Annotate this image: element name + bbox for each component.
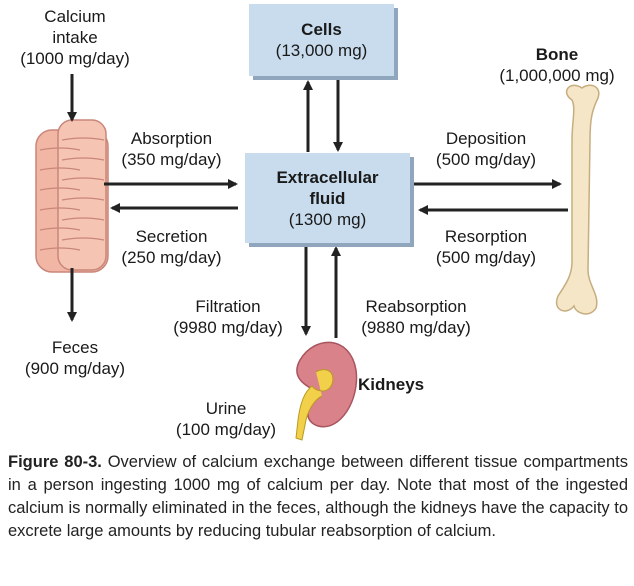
kidney-icon [295,341,358,441]
filtration-label: Filtration (9980 mg/day) [154,296,302,338]
absorption-text: Absorption [130,129,213,148]
ecf-title-line2: fluid [309,188,346,208]
secretion-text: Secretion [135,227,208,246]
bone-label: Bone (1,000,000 mg) [482,44,632,86]
kidneys-label: Kidneys [358,375,425,394]
deposition-label: Deposition (500 mg/day) [416,128,556,170]
intestine-icon [35,119,109,273]
secretion-value: (250 mg/day) [121,248,222,267]
ecf-value: (1300 mg) [288,209,367,229]
caption-number: Figure 80-3. [8,453,102,471]
absorption-label: Absorption (350 mg/day) [104,128,239,170]
intake-value: (1000 mg/day) [20,49,130,68]
urine-value: (100 mg/day) [175,420,277,439]
bone-title: Bone [535,45,579,64]
resorption-text: Resorption [444,227,528,246]
feces-value: (900 mg/day) [24,359,126,378]
resorption-label: Resorption (500 mg/day) [416,226,556,268]
intake-label: Calcium intake (1000 mg/day) [0,6,150,69]
filtration-text: Filtration [195,297,261,316]
absorption-value: (350 mg/day) [121,150,222,169]
urine-label: Urine (100 mg/day) [158,398,294,440]
urine-text: Urine [205,399,247,418]
feces-text: Feces [51,338,99,357]
feces-label: Feces (900 mg/day) [0,337,150,379]
resorption-value: (500 mg/day) [435,248,537,267]
intake-line1: Calcium [44,7,106,26]
reabsorption-label: Reabsorption (9880 mg/day) [342,296,490,338]
bone-icon [555,84,600,315]
ecf-box: Extracellular fluid (1300 mg) [245,153,410,243]
intake-line2: intake [52,28,98,47]
cells-box: Cells (13,000 mg) [249,4,394,76]
ecf-title-line1: Extracellular [276,167,379,187]
cells-title: Cells [301,20,342,39]
bone-value: (1,000,000 mg) [499,66,615,85]
caption-text: Overview of calcium exchange between dif… [8,453,628,540]
deposition-value: (500 mg/day) [435,150,537,169]
filtration-value: (9980 mg/day) [173,318,283,337]
deposition-text: Deposition [445,129,527,148]
cells-value: (13,000 mg) [275,41,368,60]
reabsorption-text: Reabsorption [365,297,467,316]
secretion-label: Secretion (250 mg/day) [104,226,239,268]
figure-caption: Figure 80-3. Overview of calcium exchang… [8,451,628,543]
reabsorption-value: (9880 mg/day) [361,318,471,337]
